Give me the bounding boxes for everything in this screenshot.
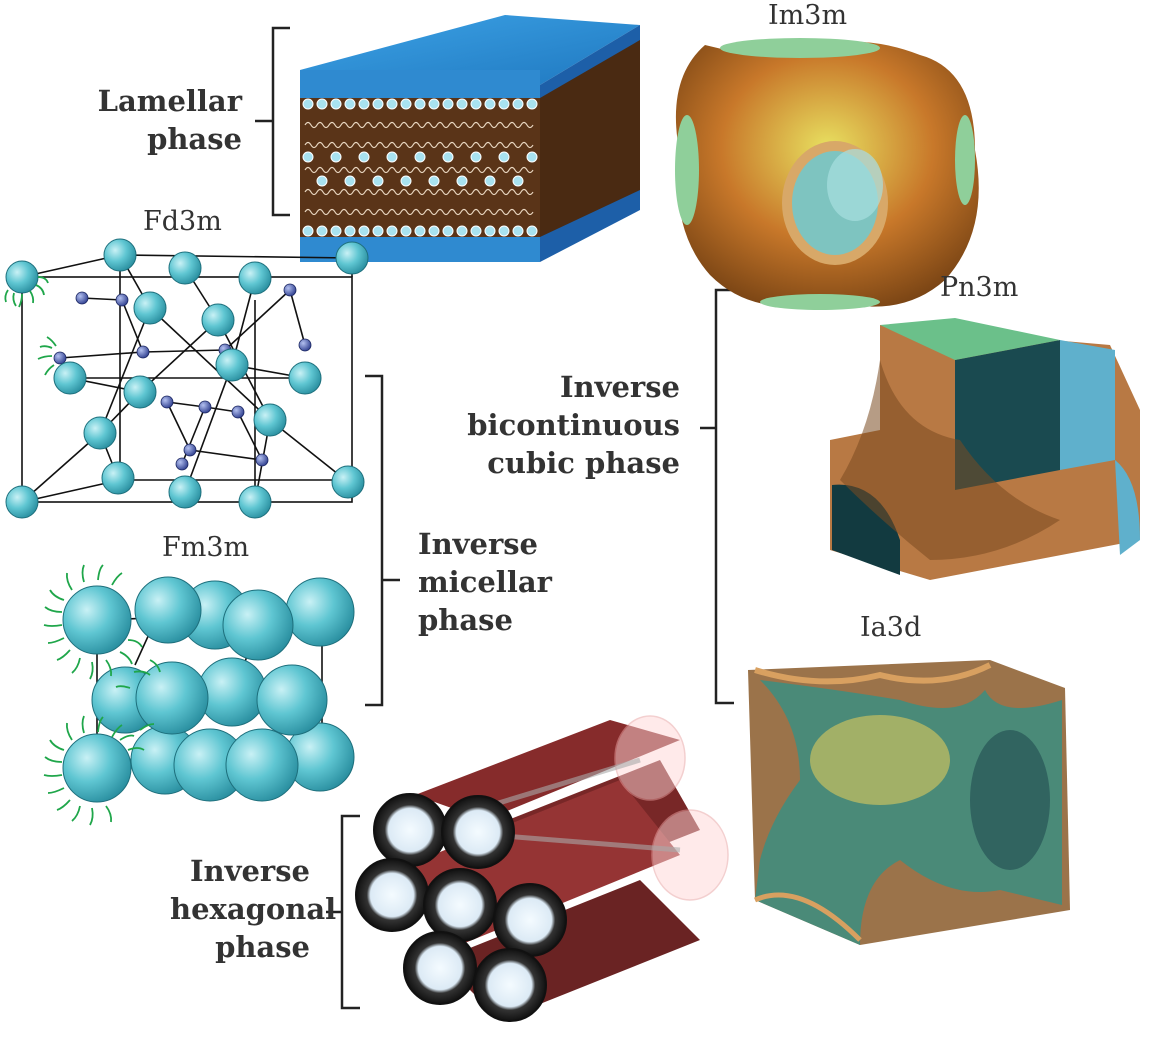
bicontinuous-bracket <box>714 288 734 705</box>
lamellar-phase-label: Lamellar phase <box>92 82 242 158</box>
label-line: cubic phase <box>487 446 680 480</box>
bicontinuous-phase-label: Inverse bicontinuous cubic phase <box>458 368 680 482</box>
pn3m-caption: Pn3m <box>940 272 1019 303</box>
pn3m-surface <box>830 318 1140 580</box>
micellar-phase-label: Inverse micellar phase <box>418 525 558 639</box>
label-line: micellar <box>418 565 552 599</box>
label-line: Inverse <box>189 854 310 888</box>
ia3d-caption: Ia3d <box>860 612 922 643</box>
label-line: Inverse <box>559 370 680 404</box>
fd3m-lattice <box>4 238 369 519</box>
fm3m-caption: Fm3m <box>162 532 250 563</box>
label-line: phase <box>418 603 513 637</box>
im3m-surface <box>675 38 979 310</box>
label-line: bicontinuous <box>467 408 680 442</box>
label-line: phase <box>147 122 242 156</box>
hexagonal-phase-label: Inverse hexagonal phase <box>170 852 337 966</box>
lamellar-block <box>300 15 640 262</box>
hexagonal-bracket <box>340 814 360 1010</box>
fm3m-lattice <box>43 564 355 826</box>
label-line: Inverse <box>418 527 539 561</box>
fd3m-caption: Fd3m <box>143 206 222 237</box>
label-line: Lamellar <box>97 84 242 118</box>
ia3d-surface <box>748 660 1070 945</box>
brackets <box>255 26 734 1010</box>
label-line: hexagonal <box>170 892 337 926</box>
lamellar-bracket <box>271 26 290 217</box>
hexagonal-cylinders <box>355 715 729 1022</box>
label-line: phase <box>215 930 310 964</box>
im3m-caption: Im3m <box>768 0 848 31</box>
micellar-bracket <box>365 374 384 707</box>
